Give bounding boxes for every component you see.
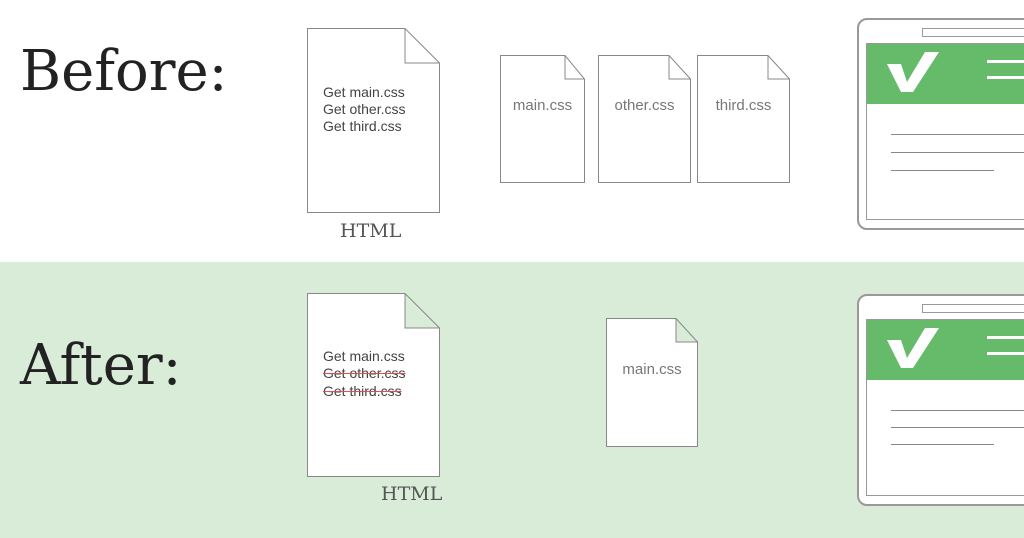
css-document-icon: other.css: [598, 55, 691, 183]
site-header: [867, 320, 1024, 380]
html-line-struck: Get other.css: [323, 365, 406, 381]
checkmark-logo-icon: [887, 52, 939, 92]
css-filename: main.css: [512, 97, 573, 114]
content-line: [891, 170, 994, 171]
address-bar: [922, 28, 1024, 37]
html-caption: HTML: [340, 220, 402, 242]
content-line: [891, 410, 1024, 411]
html-document-icon: Get main.css Get other.css Get third.css: [307, 293, 440, 477]
content-line: [891, 444, 994, 445]
css-filename: main.css: [622, 361, 682, 378]
content-line: [891, 427, 1024, 428]
after-section-background: [0, 262, 1024, 538]
browser-window-icon: [857, 18, 1024, 230]
after-heading: After:: [20, 333, 182, 398]
content-line: [891, 152, 1024, 153]
content-line: [891, 134, 1024, 135]
hamburger-menu-icon: [987, 76, 1024, 79]
css-document-icon: main.css: [500, 55, 585, 183]
site-header: [867, 44, 1024, 104]
html-line: Get main.css: [323, 348, 405, 364]
css-filename: other.css: [614, 97, 675, 114]
hamburger-menu-icon: [987, 352, 1024, 355]
html-line-struck: Get third.css: [323, 383, 402, 399]
css-filename: third.css: [715, 97, 772, 114]
html-document-icon: Get main.css Get other.css Get third.css: [307, 28, 440, 213]
browser-window-icon: [857, 294, 1024, 506]
hamburger-menu-icon: [987, 60, 1024, 63]
address-bar: [922, 304, 1024, 313]
css-document-icon: main.css: [606, 318, 698, 447]
before-heading: Before:: [20, 39, 228, 104]
hamburger-menu-icon: [987, 336, 1024, 339]
html-line: Get other.css: [323, 101, 406, 117]
html-line: Get main.css: [323, 84, 405, 100]
html-caption: HTML: [381, 483, 443, 505]
html-line: Get third.css: [323, 118, 402, 134]
checkmark-logo-icon: [887, 328, 939, 368]
css-document-icon: third.css: [697, 55, 790, 183]
